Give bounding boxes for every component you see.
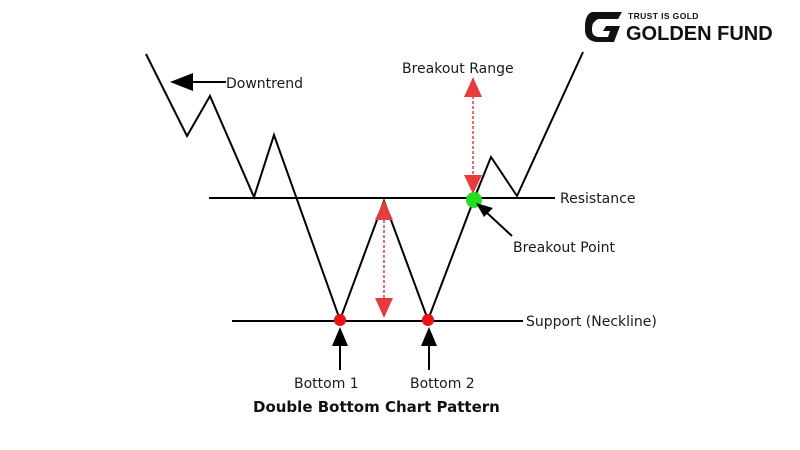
price-line — [145, 51, 584, 323]
brand-name: GOLDEN FUND — [626, 23, 773, 45]
breakout-range-arrow — [464, 77, 482, 194]
bottom-1-marker — [334, 314, 346, 326]
support-label: Support (Neckline) — [526, 314, 657, 330]
pattern-height-arrow — [375, 200, 393, 318]
diagram-title: Double Bottom Chart Pattern — [253, 398, 500, 416]
golden-fund-logo-icon — [585, 12, 622, 42]
downtrend-arrow — [170, 73, 226, 91]
bottom-2-arrow — [421, 327, 437, 370]
breakout-point-label: Breakout Point — [513, 240, 616, 256]
downtrend-label: Downtrend — [226, 76, 303, 92]
breakout-range-label: Breakout Range — [402, 61, 514, 77]
bottom-1-label: Bottom 1 — [294, 376, 359, 392]
bottom-1-arrow — [332, 327, 348, 370]
breakout-point-arrow — [476, 203, 513, 237]
brand-tagline: TRUST IS GOLD — [628, 11, 699, 21]
bottom-2-marker — [422, 314, 434, 326]
brand-logo: TRUST IS GOLD GOLDEN FUND — [585, 11, 773, 45]
resistance-label: Resistance — [560, 191, 635, 207]
bottom-2-label: Bottom 2 — [410, 376, 475, 392]
